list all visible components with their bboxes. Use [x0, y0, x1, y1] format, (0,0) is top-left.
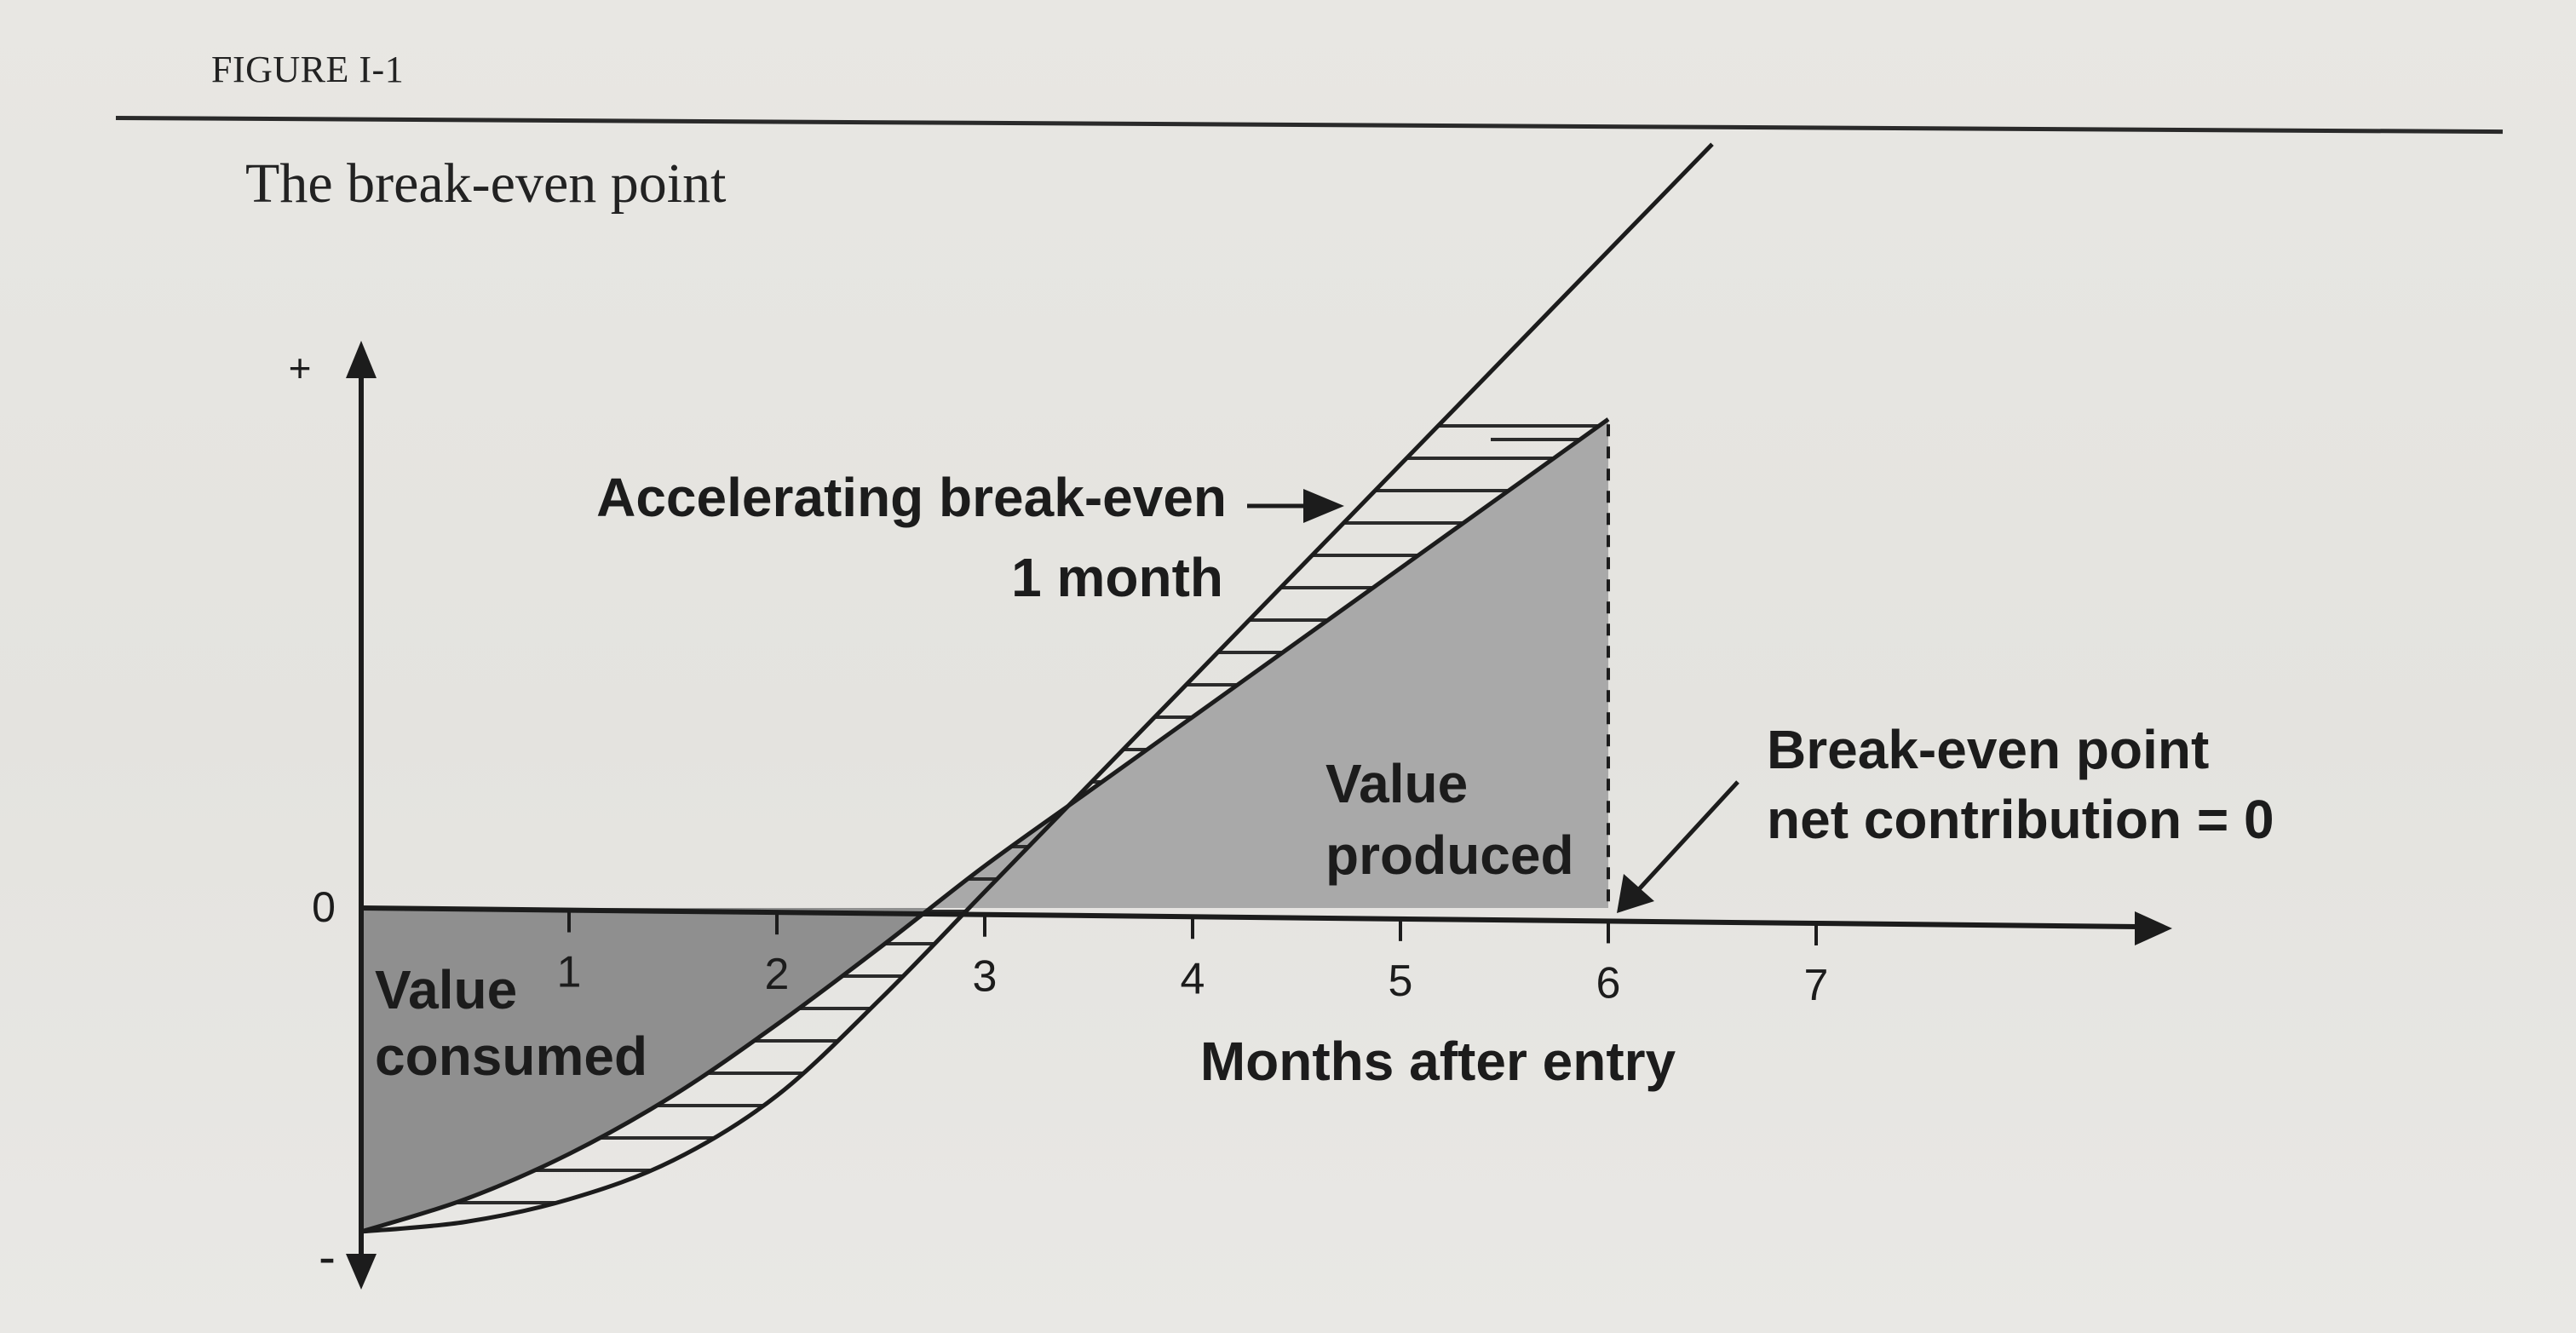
- x-axis-label: Months after entry: [1200, 1031, 1676, 1092]
- value-produced-line1: Value: [1325, 753, 1468, 814]
- value-consumed-line1: Value: [375, 959, 517, 1020]
- x-tick-label: 3: [973, 952, 998, 1002]
- x-tick-label: 5: [1389, 957, 1413, 1006]
- value-consumed-area: [361, 908, 931, 1232]
- accelerating-annotation-line2: 1 month: [1011, 547, 1223, 608]
- x-tick-label: 4: [1181, 954, 1205, 1003]
- y-axis-minus-label: -: [319, 1228, 336, 1285]
- value-produced-line2: produced: [1325, 825, 1574, 886]
- accelerating-annotation-arrow-icon: [1303, 489, 1344, 523]
- value-curve: [360, 417, 1610, 1234]
- y-axis-arrow-up-icon: [346, 341, 377, 378]
- break-even-annotation-arrow-icon: [1617, 874, 1654, 913]
- x-tick-label: 1: [557, 948, 582, 997]
- x-axis-arrow-icon: [2135, 911, 2172, 945]
- break-even-annotation-line1: Break-even point: [1767, 719, 2209, 780]
- break-even-annotation-arrow-line: [1637, 780, 1739, 891]
- x-axis-ticks: 1 2 3 4 5 6 7: [557, 910, 1829, 1010]
- figure-label: FIGURE I-1: [211, 49, 405, 90]
- y-axis-zero-label: 0: [312, 883, 336, 931]
- y-axis-arrow-down-icon: [346, 1254, 377, 1290]
- accelerating-annotation-line1: Accelerating break-even: [596, 467, 1227, 528]
- figure-title: The break-even point: [245, 152, 727, 215]
- x-tick-label: 2: [765, 950, 790, 999]
- break-even-annotation-line2: net contribution = 0: [1767, 789, 2274, 850]
- x-tick-label: 7: [1804, 961, 1829, 1010]
- y-axis-plus-label: +: [289, 346, 312, 390]
- x-axis: [360, 905, 2139, 929]
- x-tick-label: 6: [1596, 958, 1621, 1008]
- value-consumed-line2: consumed: [375, 1026, 647, 1087]
